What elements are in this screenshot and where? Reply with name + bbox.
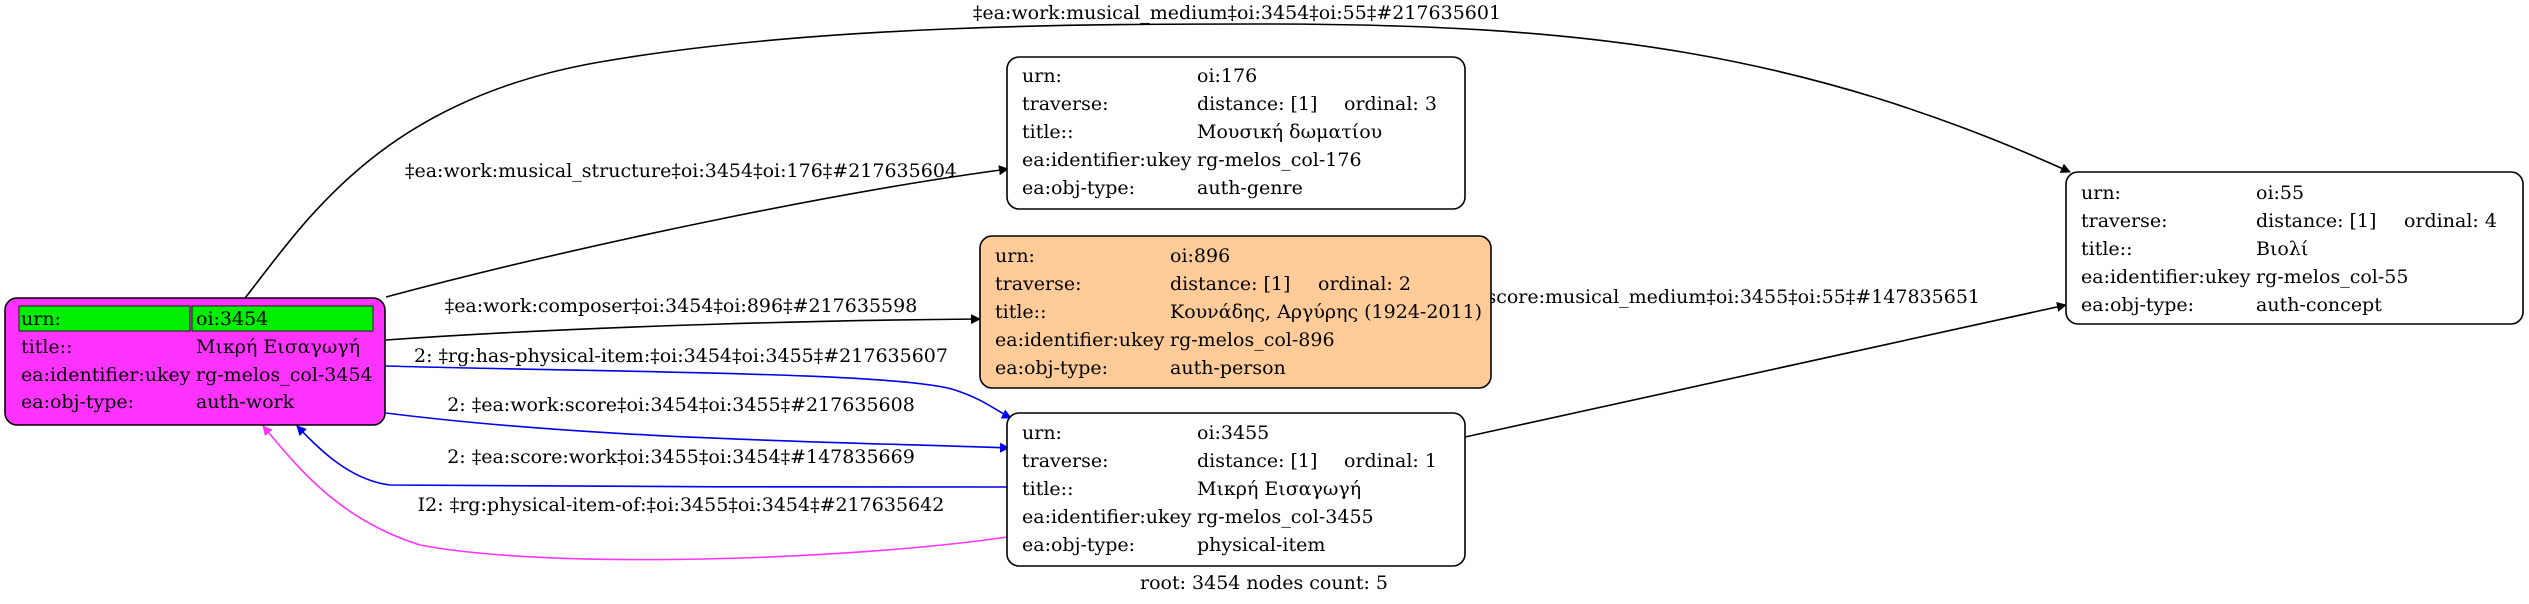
node-row-key: urn: xyxy=(2081,182,2121,204)
edge-composer[interactable]: ‡ea:work:composer‡oi:3454‡oi:896‡#217635… xyxy=(385,295,981,341)
node-row-key: ea:obj-type: xyxy=(1022,177,1135,199)
node-row-key: urn: xyxy=(21,308,61,330)
node-row-key: ea:obj-type: xyxy=(2081,294,2194,316)
node-row-value: distance: [1] xyxy=(2256,210,2376,232)
node-row-value: oi:55 xyxy=(2256,182,2304,204)
node-row-key: traverse: xyxy=(1022,93,1109,115)
nodes: urn: oi:3454 title:: Μικρή Εισαγωγή ea:i… xyxy=(4,56,2524,567)
node-row-key: urn: xyxy=(995,245,1035,267)
node-row-value: distance: [1] xyxy=(1197,450,1317,472)
node-row-value: Κουνάδης, Αργύρης (1924-2011) xyxy=(1170,301,1482,323)
node-row-key: ea:identifier:ukey xyxy=(1022,506,1192,528)
node-row-value: oi:896 xyxy=(1170,245,1230,267)
node-header-key-cell xyxy=(18,305,191,332)
edge-label-has-physical-item: 2: ‡rg:has-physical-item:‡oi:3454‡oi:345… xyxy=(414,345,948,367)
node-oi-3455[interactable]: urn: oi:3455 traverse: distance: [1] ord… xyxy=(1006,412,1466,567)
node-row-value: Μουσική δωματίου xyxy=(1197,121,1382,143)
edge-label-physical-item-of: I2: ‡rg:physical-item-of:‡oi:3455‡oi:345… xyxy=(418,494,945,516)
node-row-key: title:: xyxy=(995,301,1046,323)
node-header-value-cell xyxy=(191,305,374,332)
edge-label-composer: ‡ea:work:composer‡oi:3454‡oi:896‡#217635… xyxy=(445,295,918,317)
node-row-key: traverse: xyxy=(2081,210,2168,232)
node-row-value: Μικρή Εισαγωγή xyxy=(1197,478,1361,500)
node-row-value: auth-person xyxy=(1170,357,1286,379)
node-row-extra: ordinal: 4 xyxy=(2404,210,2497,232)
node-row-value: Μικρή Εισαγωγή xyxy=(196,336,360,358)
node-row-value: rg-melos_col-896 xyxy=(1170,329,1335,351)
edge-label-musical-medium: ‡ea:work:musical_medium‡oi:3454‡oi:55‡#2… xyxy=(973,2,1501,24)
edge-musical-medium[interactable]: ‡ea:work:musical_medium‡oi:3454‡oi:55‡#2… xyxy=(241,2,2071,303)
node-row-extra: ordinal: 3 xyxy=(1344,93,1437,115)
node-row-value: oi:176 xyxy=(1197,65,1257,87)
node-row-value: physical-item xyxy=(1197,534,1325,556)
node-row-key: title:: xyxy=(1022,121,1073,143)
node-row-key: ea:obj-type: xyxy=(21,391,134,413)
node-row-value: auth-genre xyxy=(1197,177,1303,199)
node-row-key: ea:obj-type: xyxy=(1022,534,1135,556)
node-row-value: rg-melos_col-55 xyxy=(2256,266,2408,288)
edge-label-score-work: 2: ‡ea:score:work‡oi:3455‡oi:3454‡#14783… xyxy=(447,446,915,468)
node-oi-3454[interactable]: urn: oi:3454 title:: Μικρή Εισαγωγή ea:i… xyxy=(4,297,386,426)
node-row-key: ea:identifier:ukey xyxy=(2081,266,2251,288)
node-row-value: rg-melos_col-176 xyxy=(1197,149,1362,171)
node-row-value: auth-work xyxy=(196,391,295,413)
node-row-key: title:: xyxy=(21,336,72,358)
node-row-key: urn: xyxy=(1022,422,1062,444)
node-row-value: rg-melos_col-3455 xyxy=(1197,506,1374,528)
node-row-extra: ordinal: 1 xyxy=(1344,450,1437,472)
node-row-key: ea:identifier:ukey xyxy=(995,329,1165,351)
edge-score-musical-medium[interactable]: ‡ea:score:musical_medium‡oi:3455‡oi:55‡#… xyxy=(1448,286,2067,438)
edge-musical-structure[interactable]: ‡ea:work:musical_structure‡oi:3454‡oi:17… xyxy=(385,160,1009,298)
node-row-key: title:: xyxy=(2081,238,2132,260)
node-row-value: distance: [1] xyxy=(1197,93,1317,115)
edge-label-work-score: 2: ‡ea:work:score‡oi:3454‡oi:3455‡#21763… xyxy=(447,394,915,416)
node-row-value: distance: [1] xyxy=(1170,273,1290,295)
node-oi-176[interactable]: urn: oi:176 traverse: distance: [1] ordi… xyxy=(1006,56,1466,210)
graph-footer: root: 3454 nodes count: 5 xyxy=(1140,572,1388,594)
node-row-key: traverse: xyxy=(1022,450,1109,472)
node-oi-55[interactable]: urn: oi:55 traverse: distance: [1] ordin… xyxy=(2065,171,2524,325)
node-row-key: title:: xyxy=(1022,478,1073,500)
node-row-key: urn: xyxy=(1022,65,1062,87)
node-row-value: oi:3454 xyxy=(196,308,268,330)
node-row-value: Βιολί xyxy=(2256,238,2308,260)
node-row-key: ea:identifier:ukey xyxy=(1022,149,1192,171)
node-row-value: oi:3455 xyxy=(1197,422,1269,444)
node-oi-896[interactable]: urn: oi:896 traverse: distance: [1] ordi… xyxy=(979,235,1492,389)
node-row-value: auth-concept xyxy=(2256,294,2382,316)
node-row-value: rg-melos_col-3454 xyxy=(196,364,373,386)
node-row-key: ea:obj-type: xyxy=(995,357,1108,379)
node-row-key: traverse: xyxy=(995,273,1082,295)
edge-score-work[interactable]: 2: ‡ea:score:work‡oi:3455‡oi:3454‡#14783… xyxy=(296,425,1008,488)
edges: ‡ea:work:musical_medium‡oi:3454‡oi:55‡#2… xyxy=(241,2,2071,561)
edge-label-musical-structure: ‡ea:work:musical_structure‡oi:3454‡oi:17… xyxy=(405,160,957,182)
edge-work-score[interactable]: 2: ‡ea:work:score‡oi:3454‡oi:3455‡#21763… xyxy=(385,394,1010,453)
edge-label-score-musical-medium: ‡ea:score:musical_medium‡oi:3455‡oi:55‡#… xyxy=(1448,286,1980,308)
node-row-key: ea:identifier:ukey xyxy=(21,364,191,386)
edge-has-physical-item[interactable]: 2: ‡rg:has-physical-item:‡oi:3454‡oi:345… xyxy=(385,345,1012,419)
edge-physical-item-of[interactable]: I2: ‡rg:physical-item-of:‡oi:3455‡oi:345… xyxy=(262,425,1008,561)
node-row-extra: ordinal: 2 xyxy=(1318,273,1411,295)
